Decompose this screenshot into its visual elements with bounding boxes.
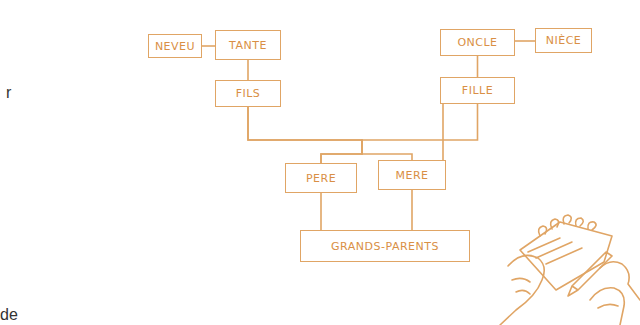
family-box: FILS [215,80,281,107]
pen [568,252,612,296]
writing-hand [590,288,624,325]
connector-line [247,60,249,80]
cropped-text: de [0,306,18,324]
box-label: FILS [236,87,261,100]
family-box: GRANDS-PARENTS [300,230,470,262]
spiral-rings [539,215,597,236]
family-box: NIÈCE [535,28,592,53]
box-label: ONCLE [457,36,497,49]
cropped-text: r [6,84,11,102]
box-label: MERE [395,169,428,182]
connector-line [515,40,535,42]
connector-line [477,56,479,77]
family-box: NEVEU [148,34,202,58]
connector-line [411,190,413,230]
family-box: ONCLE [440,29,515,56]
family-box: TANTE [215,30,281,60]
family-box: PERE [285,163,357,193]
box-label: PERE [306,172,336,185]
connector-line [248,107,412,160]
family-box: FILLE [440,77,515,104]
left-hand [500,255,544,325]
connector-line [320,193,322,230]
notebook-hand [500,215,640,325]
box-label: FILLE [462,84,493,97]
connector-line [202,45,215,47]
right-hand [600,262,640,300]
box-label: NEVEU [155,40,195,53]
fingers [512,278,530,294]
notebook-lines [528,238,582,264]
box-label: GRANDS-PARENTS [331,240,439,253]
box-label: TANTE [229,39,267,52]
connector-line [442,104,444,160]
connector-line [321,104,478,163]
box-label: NIÈCE [546,34,582,47]
family-box: MERE [378,160,446,190]
